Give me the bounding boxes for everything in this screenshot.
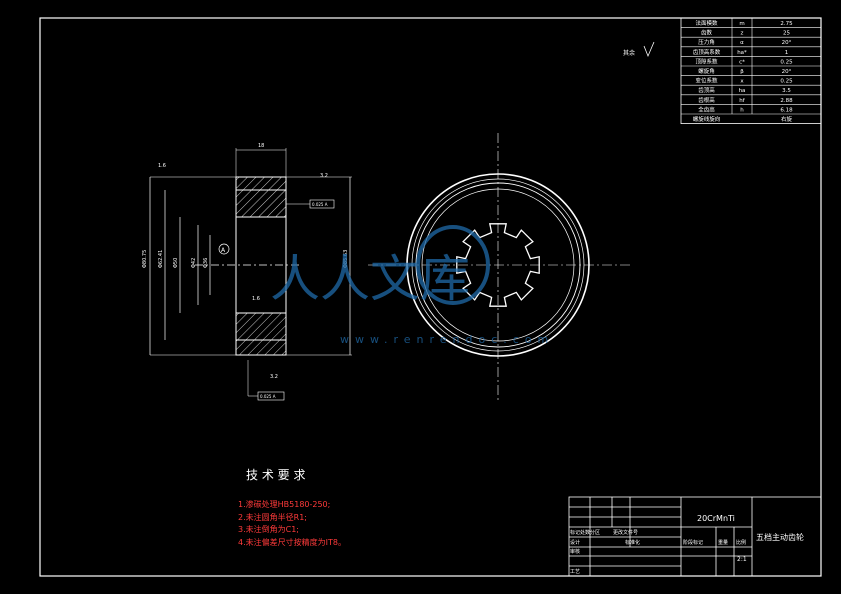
addendum-circle xyxy=(406,173,590,357)
param-name: 齿顶高系数 xyxy=(693,48,721,56)
tech-req-title: 技 术 要 求 xyxy=(246,468,305,482)
section-view xyxy=(149,148,352,401)
tolerance-label-bottom: 0.025 A xyxy=(260,394,276,399)
tb-label-7: 重量 xyxy=(718,539,728,546)
param-value: 0.25 xyxy=(780,79,793,85)
param-value: 20° xyxy=(782,69,792,75)
datum-circle xyxy=(218,243,230,255)
param-value: 3.5 xyxy=(782,88,791,94)
tech-req-item-1: 1.渗碳处理HB5180-250; xyxy=(238,499,330,509)
gear-parameter-table: 法面模数 m 2.75 齿数 z 25 压力角 α 20° 齿顶高系数 ha* 1 顶隙系数 c* 0.25… xyxy=(680,17,822,124)
chamfer-circle xyxy=(421,188,575,342)
param-symbol: α xyxy=(740,40,744,46)
drawing-frame xyxy=(39,17,822,577)
param-name: 法面模数 xyxy=(695,19,718,27)
roughness-note: 其余 xyxy=(623,41,655,58)
section-labels: 18 Φ80.75 Φ62.41 Φ50 Φ42 Φ36 Φ85.63 A 0.… xyxy=(142,143,349,399)
param-symbol: m xyxy=(739,21,744,27)
watermark-logo-icon xyxy=(416,225,490,305)
dia-label-3: Φ42 xyxy=(191,258,197,268)
tech-req-item-2: 2.未注圆角半径R1; xyxy=(238,512,307,522)
roughness-label-3: 3.2 xyxy=(270,374,278,380)
param-value: 右旋 xyxy=(781,115,793,123)
title-block-text: 20CrMnTi 五档主动齿轮 2:1 标记处数分区 更改文件号 设计 标准化 … xyxy=(570,514,804,575)
roughness-label-0: 1.6 xyxy=(158,163,166,169)
tech-req-item-4: 4.未注偏差尺寸按精度为IT8。 xyxy=(238,537,346,547)
param-symbol: z xyxy=(741,31,744,37)
title-block-frame xyxy=(568,496,822,577)
param-symbol: hf xyxy=(739,98,745,104)
scale-value: 2:1 xyxy=(737,556,747,563)
roughness-label-1: 3.2 xyxy=(320,173,328,179)
param-symbol: h xyxy=(740,107,744,113)
param-name: 齿顶高 xyxy=(698,86,715,94)
spline-bore xyxy=(456,223,540,307)
dia-label-2: Φ50 xyxy=(173,258,179,268)
param-symbol: x xyxy=(740,79,744,85)
datum-label: A xyxy=(221,247,226,254)
tb-label-8: 比例 xyxy=(736,539,746,546)
param-name: 螺旋线旋向 xyxy=(693,115,721,123)
width-dim-label: 18 xyxy=(258,143,264,149)
watermark: 人人文库 www.renrendoc.com xyxy=(270,225,554,346)
param-name: 压力角 xyxy=(698,38,715,46)
roughness-symbol-icon xyxy=(643,41,655,58)
dia-label-5: Φ85.63 xyxy=(343,250,349,268)
param-symbol: β xyxy=(740,69,744,75)
param-name: 齿根高 xyxy=(698,96,715,104)
tb-label-3: 标准化 xyxy=(625,539,640,546)
param-value: 6.18 xyxy=(780,107,793,113)
tb-label-0: 标记处数分区 xyxy=(570,529,600,536)
roughness-note-label: 其余 xyxy=(623,49,635,57)
tb-label-1: 更改文件号 xyxy=(613,529,638,536)
hatch-bottom xyxy=(235,312,287,356)
tech-req-item-3: 3.未注倒角为C1; xyxy=(238,524,299,534)
pitch-circle xyxy=(411,178,585,352)
param-value: 2.75 xyxy=(780,21,793,27)
param-name: 齿数 xyxy=(701,29,713,37)
param-name: 变位系数 xyxy=(695,77,718,85)
param-table-frame xyxy=(680,17,822,124)
param-name: 螺旋角 xyxy=(698,67,715,75)
tb-label-5: 工艺 xyxy=(570,569,580,575)
tb-label-6: 阶段标记 xyxy=(683,539,703,546)
tb-label-4: 审核 xyxy=(570,548,580,555)
dia-label-1: Φ62.41 xyxy=(158,250,164,268)
hatch-top xyxy=(235,176,287,218)
param-value: 1 xyxy=(785,50,789,56)
param-value: 25 xyxy=(783,31,790,37)
param-value: 0.25 xyxy=(780,59,793,65)
watermark-url: www.renrendoc.com xyxy=(340,333,554,346)
roughness-label-2: 1.6 xyxy=(252,296,260,302)
tb-label-2: 设计 xyxy=(570,539,580,546)
tech-requirements: 技 术 要 求 1.渗碳处理HB5180-250; 2.未注圆角半径R1; 3.… xyxy=(238,468,346,547)
watermark-text: 人人文库 xyxy=(270,250,470,308)
param-symbol: ha* xyxy=(737,50,747,56)
param-value: 20° xyxy=(782,40,792,46)
material-label: 20CrMnTi xyxy=(697,514,735,523)
title-block xyxy=(568,496,822,577)
dia-label-4: Φ36 xyxy=(203,258,209,268)
param-name: 全齿高 xyxy=(698,105,715,113)
dia-label-0: Φ80.75 xyxy=(142,250,148,268)
param-symbol: c* xyxy=(739,59,745,65)
param-name: 顶隙系数 xyxy=(695,57,718,65)
drawing-name-label: 五档主动齿轮 xyxy=(756,532,804,542)
param-symbol: ha xyxy=(739,88,746,94)
param-value: 2.88 xyxy=(780,98,793,104)
tolerance-leader-bottom xyxy=(247,360,258,397)
tolerance-label-top: 0.025 A xyxy=(312,202,328,207)
